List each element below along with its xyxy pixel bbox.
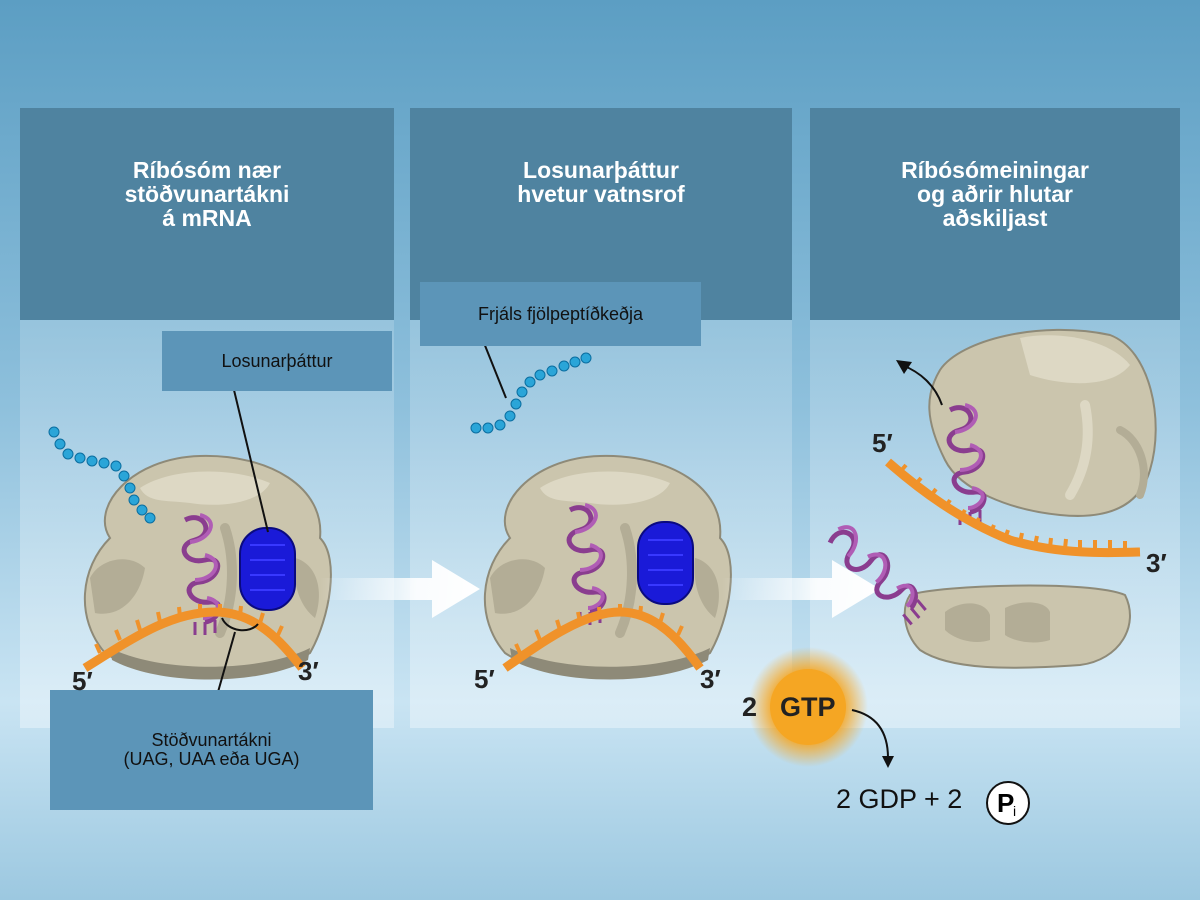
panel-3-three-prime-label: 3′ [1146,548,1167,578]
stop-codon-bracket [221,617,259,632]
gtp-hydrolysis-arrow [851,709,889,759]
free-polypeptide-pointer [483,342,507,399]
panel-3-illustration [826,328,1157,669]
mrna-strand-3 [885,458,1141,558]
phosphate-p: P [997,788,1015,818]
release-factor-shape-2 [637,521,694,605]
panel-1-five-prime-label: 5′ [72,666,93,696]
phosphate-circle-icon: P i [986,781,1030,825]
phosphate-i: i [1013,803,1017,819]
free-polypeptide-label: Frjáls fjölpeptíðkeðja [420,282,701,346]
stop-codon-label: Stöðvunartákni (UAG, UAA eða UGA) [50,690,373,810]
panel-2-three-prime-label: 3′ [700,664,721,694]
gtp-hydrolysis-arrowhead [882,756,894,768]
mrna-strand-1 [82,604,306,672]
panel-1-three-prime-label: 3′ [298,656,319,686]
step-arrow-1 [320,560,480,618]
release-factor-shape [239,527,296,611]
step-arrow-2 [722,560,880,618]
panel-1-title: Ríbósóm nær stöðvunartákni á mRNA [124,157,290,231]
panel-2-illustration [470,342,731,680]
release-arrow-head [896,360,912,374]
release-factor-label: Losunarþáttur [162,331,392,391]
panel-2-five-prime-label: 5′ [474,664,495,694]
panel-1-illustration [48,389,331,693]
gtp-burst [748,647,868,767]
panel-3-header: Ríbósómeiningar og aðrir hlutar aðskilja… [810,108,1180,320]
panel-2-title: Losunarþáttur hvetur vatnsrof [517,157,685,207]
panel-1-header: Ríbósóm nær stöðvunartákni á mRNA [20,108,394,320]
mrna-strand-2 [502,604,704,672]
polypeptide-chain-2 [470,352,592,434]
gdp-pi-products: 2 GDP + 2 [836,784,963,814]
panel-3-title: Ríbósómeiningar og aðrir hlutar aðskilja… [901,157,1089,231]
panel-3-five-prime-label: 5′ [872,428,893,458]
gtp-label: GTP [780,692,836,722]
release-factor-pointer [233,389,269,533]
polypeptide-chain-1 [48,426,156,524]
gtp-count: 2 [742,692,758,722]
stop-codon-pointer [217,631,236,693]
